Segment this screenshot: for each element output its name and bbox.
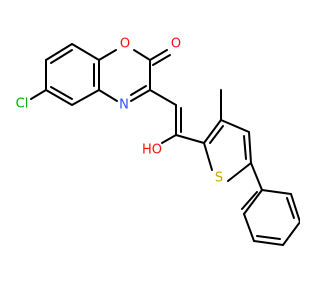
bond — [175, 134, 205, 144]
atom-label-sulfur: S — [215, 171, 223, 186]
bond — [203, 119, 222, 144]
bond — [250, 162, 263, 191]
bond — [243, 135, 247, 160]
bond — [256, 235, 281, 240]
bond — [45, 89, 73, 106]
bond — [290, 193, 300, 223]
bond — [243, 213, 255, 242]
bond — [152, 54, 171, 66]
bond — [161, 134, 177, 144]
atom-label-nitrogen: N — [119, 98, 129, 113]
bond — [71, 43, 100, 61]
atom-labels: Cl O O N HO S — [16, 37, 223, 186]
bond — [261, 189, 292, 195]
bond — [282, 221, 300, 246]
bond — [243, 189, 263, 215]
bond — [130, 85, 147, 96]
bond — [50, 86, 73, 100]
bond — [71, 89, 100, 106]
bond — [220, 119, 250, 133]
structure-canvas: Cl O O N HO S — [16, 37, 300, 246]
bond — [98, 89, 118, 102]
atom-label-cl: Cl — [16, 97, 29, 112]
bond — [241, 191, 258, 210]
bond — [50, 49, 73, 64]
atom-label-ring-oxygen: O — [120, 37, 130, 52]
atom-label-hydroxyl: HO — [142, 143, 162, 158]
bond — [45, 43, 73, 61]
bond — [130, 89, 151, 102]
bond — [133, 49, 151, 61]
bond — [253, 240, 284, 246]
bond — [98, 49, 117, 61]
bond — [149, 89, 177, 106]
bond — [30, 89, 47, 100]
bond — [248, 131, 252, 164]
bond — [286, 197, 295, 219]
bond — [203, 142, 213, 171]
bonds — [30, 43, 300, 246]
bond — [227, 162, 252, 182]
atom-label-carbonyl-oxygen: O — [171, 37, 181, 52]
bond — [149, 49, 168, 61]
molecule-structure: Cl O O N HO S — [16, 37, 300, 246]
bond — [209, 125, 224, 144]
